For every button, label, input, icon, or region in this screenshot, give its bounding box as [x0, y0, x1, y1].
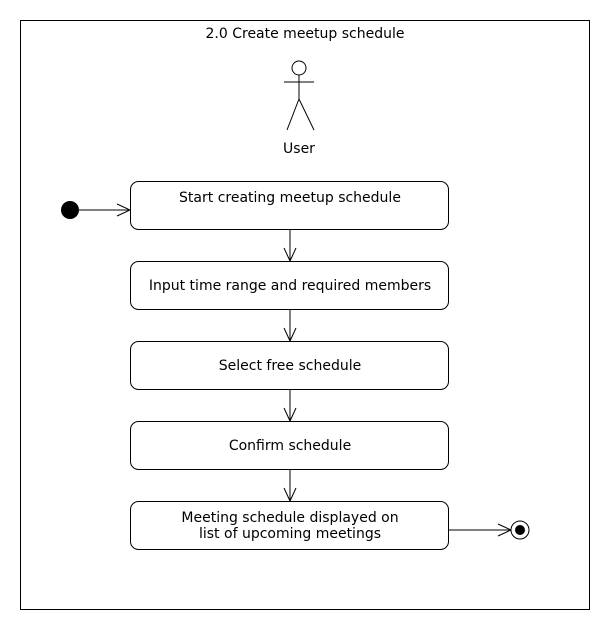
activity-box — [130, 341, 449, 390]
diagram-title: 2.0 Create meetup schedule — [206, 26, 405, 42]
activity-box — [130, 501, 449, 550]
activity-label: list of upcoming meetings — [199, 526, 381, 542]
activity-node: Input time range and required members — [130, 261, 449, 310]
flow-arrow — [283, 230, 297, 263]
diagram-frame — [20, 20, 590, 610]
activity-box — [130, 261, 449, 310]
initial-node — [61, 201, 79, 219]
activity-label: Start creating meetup schedule — [179, 190, 401, 206]
activity-node: Select free schedule — [130, 341, 449, 390]
activity-node: Start creating meetup schedule — [130, 181, 449, 230]
activity-label: Select free schedule — [219, 358, 361, 374]
activity-label: Meeting schedule displayed on — [181, 510, 398, 526]
end-transition-arrow — [449, 523, 513, 537]
flow-arrow — [283, 390, 297, 423]
actor-label: User — [283, 141, 315, 157]
activity-label: Input time range and required members — [149, 278, 431, 294]
flow-arrow — [283, 310, 297, 343]
activity-label: Confirm schedule — [229, 438, 351, 454]
flow-arrow — [283, 470, 297, 503]
start-transition-arrow — [79, 203, 132, 217]
activity-node: Confirm schedule — [130, 421, 449, 470]
final-node — [510, 520, 530, 540]
actor-user-icon — [284, 60, 315, 131]
activity-box — [130, 421, 449, 470]
activity-box — [130, 181, 449, 230]
